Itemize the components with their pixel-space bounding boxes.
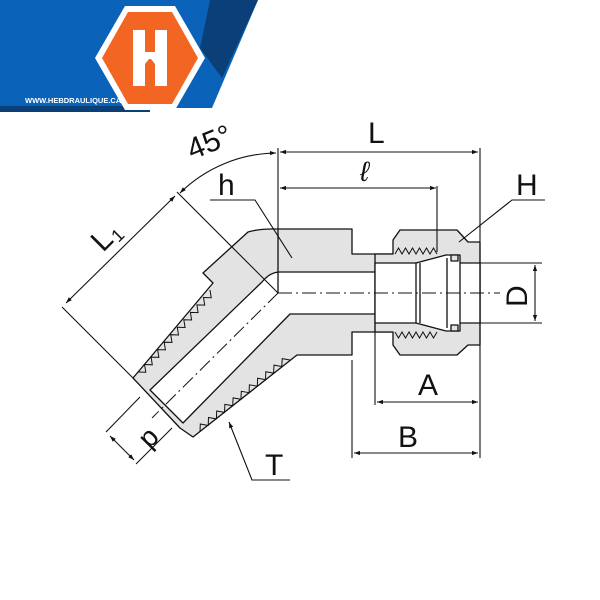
thread-upper-arm bbox=[137, 289, 212, 373]
label-A: A bbox=[418, 369, 438, 402]
label-B: B bbox=[398, 421, 418, 454]
fitting-body bbox=[132, 228, 481, 438]
ferrule-tip bbox=[450, 324, 459, 332]
label-D: D bbox=[501, 285, 534, 307]
dim-L1 bbox=[65, 195, 176, 304]
leader-T bbox=[228, 421, 290, 481]
label-T: T bbox=[265, 449, 283, 482]
label-H: H bbox=[516, 169, 538, 202]
thread-lower-arm bbox=[199, 358, 291, 433]
label-l: ℓ bbox=[359, 156, 371, 187]
leader-h bbox=[210, 199, 293, 259]
threads bbox=[137, 247, 438, 433]
bore bbox=[149, 271, 379, 424]
ext-line-L1-bottom bbox=[61, 306, 134, 379]
logo-h-letter bbox=[133, 30, 167, 86]
ext-line-L1-top bbox=[176, 191, 279, 294]
dimensions bbox=[61, 148, 545, 481]
label-angle: 45° bbox=[182, 119, 236, 167]
thread-nut-bottom bbox=[394, 331, 438, 339]
label-d: d bbox=[135, 424, 168, 457]
ferrule bbox=[415, 254, 461, 332]
ext-line-d-bottom bbox=[135, 427, 173, 465]
logo-website: WWW.HEBDRAULIQUE.CA bbox=[25, 96, 122, 105]
centerlines bbox=[151, 292, 500, 419]
thread-nut-top bbox=[394, 247, 438, 255]
company-logo: WWW.HEBDRAULIQUE.CA bbox=[0, 0, 258, 112]
logo-bottom-strip bbox=[0, 106, 150, 112]
label-L: L bbox=[368, 117, 385, 150]
ferrule-tip bbox=[450, 254, 459, 262]
label-h: h bbox=[218, 169, 235, 202]
leader-H bbox=[458, 199, 545, 243]
dim-d bbox=[109, 435, 135, 461]
dim-angle-arc bbox=[179, 150, 277, 194]
centerline-angled bbox=[151, 292, 279, 419]
ext-line-d-top bbox=[105, 396, 141, 433]
label-L1-group: L 1 bbox=[85, 223, 129, 258]
logo-dark-stripe bbox=[200, 0, 258, 78]
